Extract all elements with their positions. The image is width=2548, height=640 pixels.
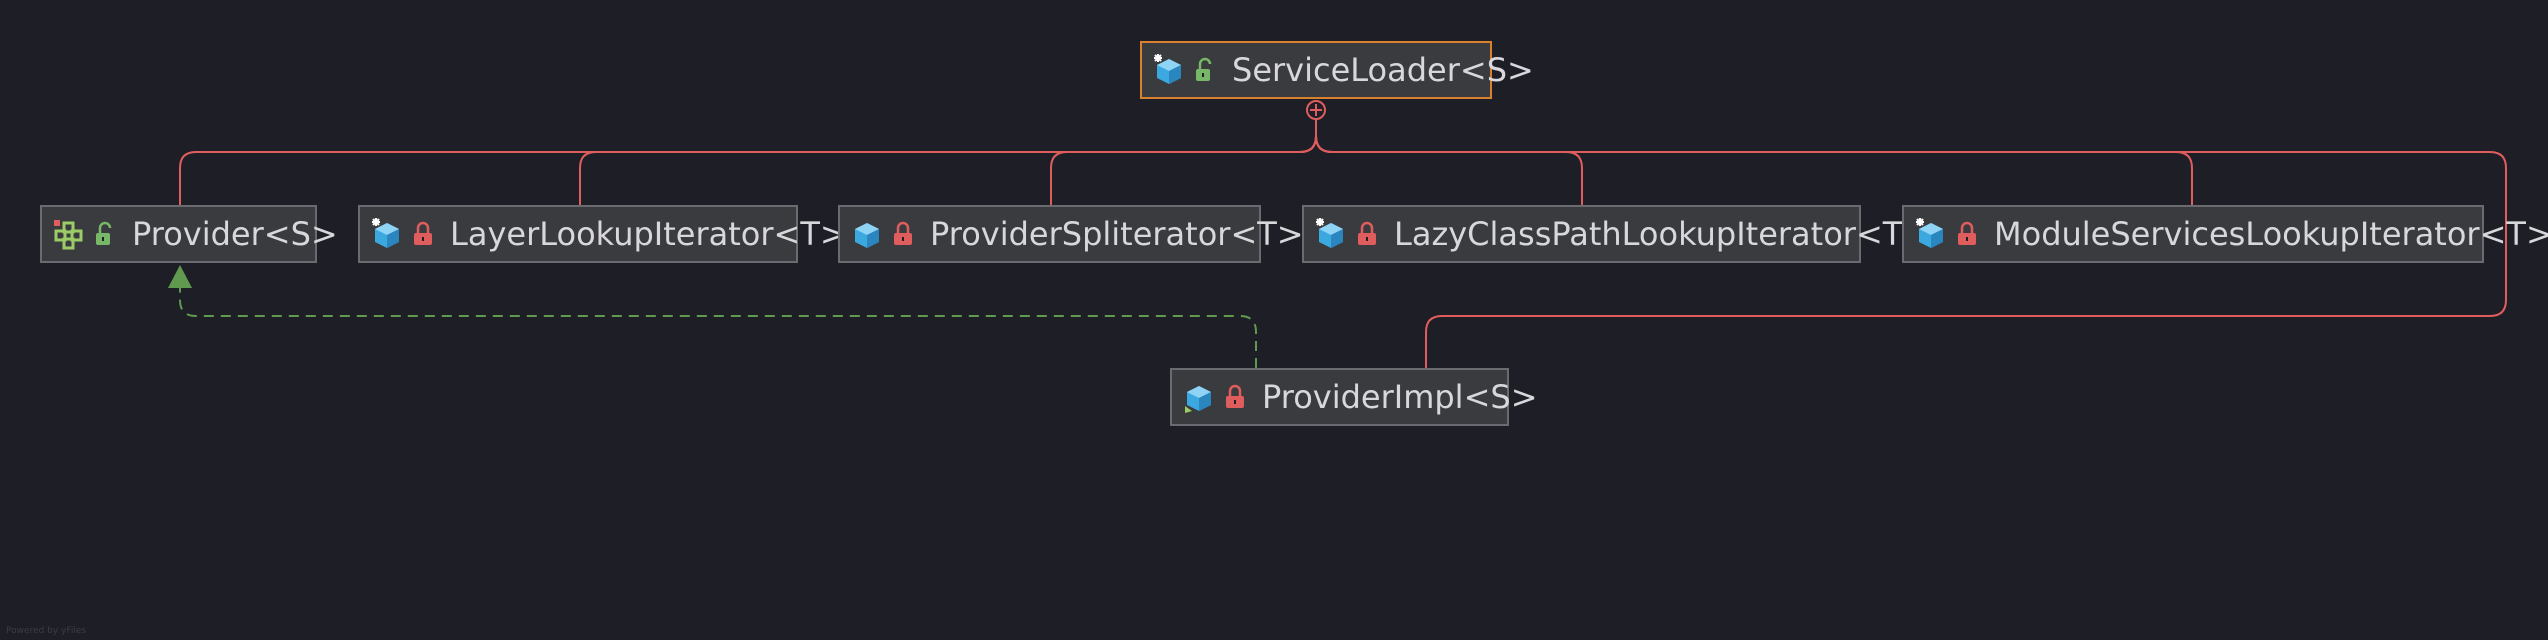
- node-icons: [1182, 380, 1248, 414]
- private-lock-icon: [414, 221, 432, 245]
- private-lock-icon: [1958, 221, 1976, 245]
- edge-serviceloader-lazyclasspathlookupiterator: [1315, 110, 1583, 205]
- node-layer-lookup-iterator[interactable]: LayerLookupIterator<T>: [358, 205, 847, 263]
- edge-serviceloader-providerimpl: [1315, 110, 2507, 368]
- node-provider-impl[interactable]: ProviderImpl<S>: [1170, 368, 1538, 426]
- edge-serviceloader-providerspliterator: [1050, 110, 1317, 205]
- class-icon: [1916, 218, 1943, 248]
- node-provider[interactable]: Provider<S>: [40, 205, 338, 263]
- edge-serviceloader-layerlookupiterator: [579, 110, 1317, 205]
- private-lock-icon: [1226, 384, 1244, 408]
- node-label: ServiceLoader<S>: [1232, 51, 1534, 89]
- private-lock-icon: [894, 221, 912, 245]
- class-icon: [372, 218, 399, 248]
- node-label: Provider<S>: [132, 215, 338, 253]
- edge-serviceloader-provider: [179, 110, 1317, 205]
- interface-icon: [54, 220, 83, 250]
- node-icons: [1314, 217, 1380, 251]
- node-service-loader[interactable]: ServiceLoader<S>: [1140, 41, 1534, 99]
- edge-serviceloader-moduleserviceslookupiterator: [1315, 110, 2193, 205]
- node-icons: [52, 217, 118, 251]
- node-icons: [850, 217, 916, 251]
- private-lock-icon: [1358, 221, 1376, 245]
- public-lock-icon: [1196, 57, 1212, 81]
- node-label: ProviderImpl<S>: [1262, 378, 1538, 416]
- node-label: ProviderSpliterator<T>: [930, 215, 1304, 253]
- class-icon: [1316, 218, 1343, 248]
- nested-class-marker: [1306, 100, 1326, 120]
- implements-arrowhead: [168, 265, 192, 288]
- public-lock-icon: [96, 221, 112, 245]
- node-label: ModuleServicesLookupIterator<T>: [1994, 215, 2548, 253]
- edge-providerimpl-implements-provider: [179, 286, 1257, 368]
- class-icon: [855, 223, 879, 248]
- node-icons: [1152, 53, 1218, 87]
- node-icons: [370, 217, 436, 251]
- class-icon: [1154, 54, 1181, 84]
- class-icon: [1185, 386, 1211, 413]
- node-provider-spliterator[interactable]: ProviderSpliterator<T>: [838, 205, 1304, 263]
- powered-by-footer: Powered by yFiles: [6, 626, 87, 636]
- node-label: LazyClassPathLookupIterator<T>: [1394, 215, 1930, 253]
- node-icons: [1914, 217, 1980, 251]
- node-module-services-lookup-iterator[interactable]: ModuleServicesLookupIterator<T>: [1902, 205, 2548, 263]
- node-lazy-classpath-lookup-iterator[interactable]: LazyClassPathLookupIterator<T>: [1302, 205, 1929, 263]
- node-label: LayerLookupIterator<T>: [450, 215, 847, 253]
